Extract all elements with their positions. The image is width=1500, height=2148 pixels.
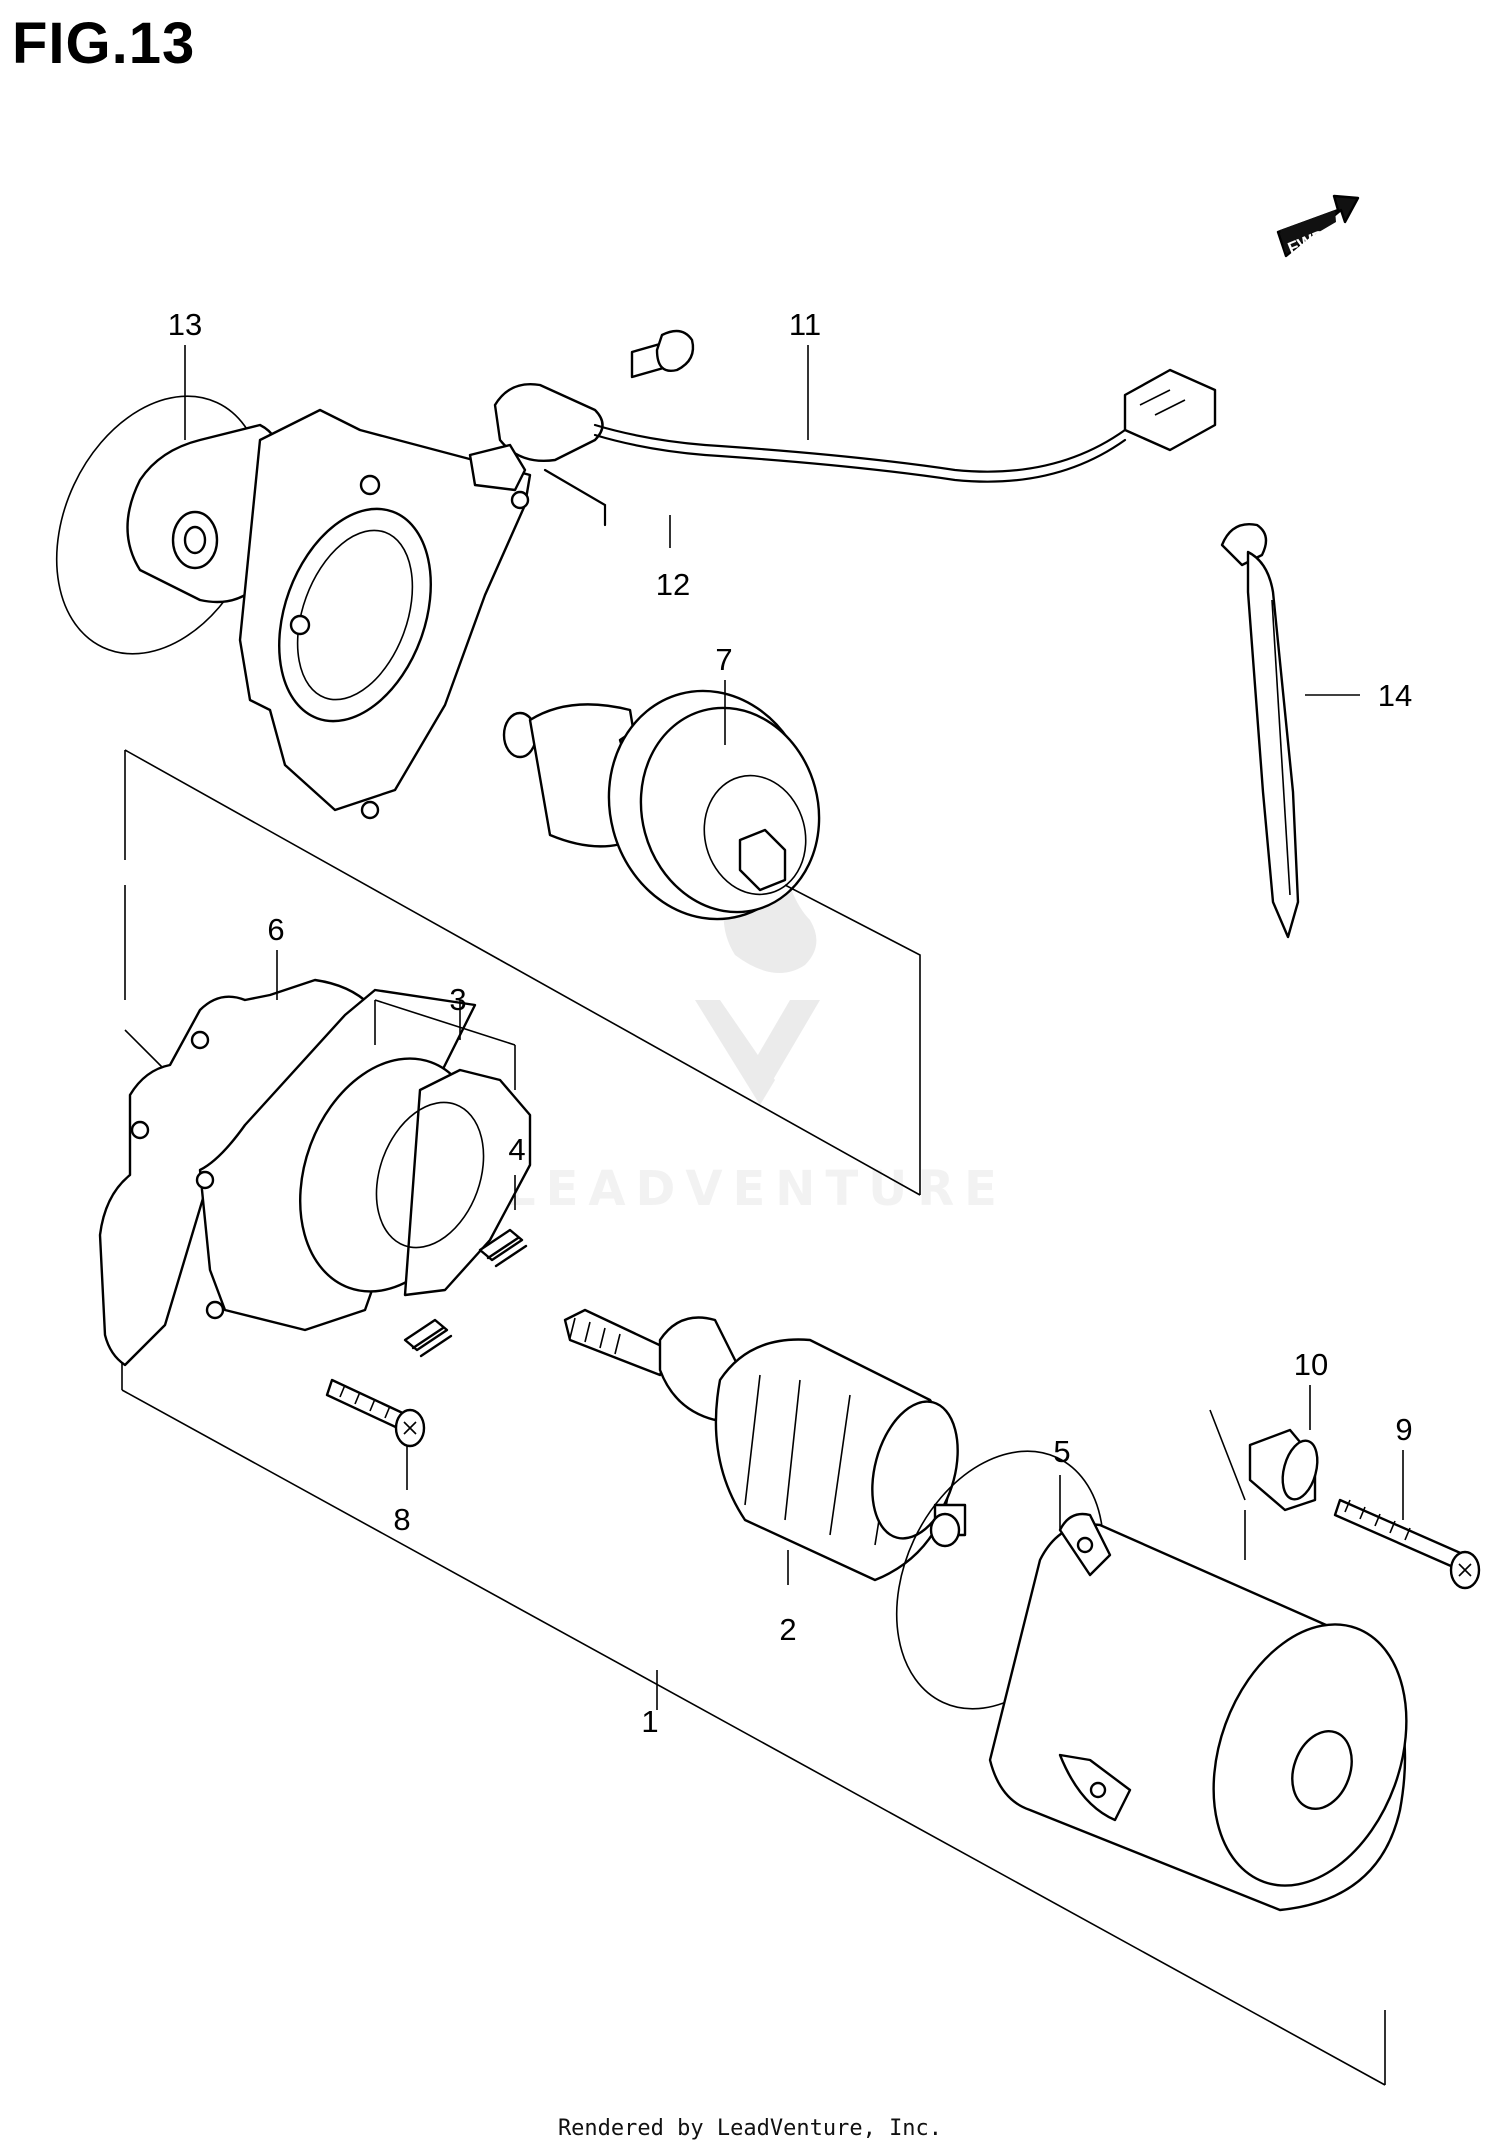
- part-2-armature: [563, 1308, 967, 1582]
- part-6-rear-housing: [98, 978, 532, 1367]
- callout-1: 1: [641, 1704, 658, 1739]
- callout-4: 4: [508, 1132, 525, 1167]
- callout-labels: 1 2 3 4 5 6 7 8 9 10 11 12 13 14: [168, 307, 1413, 1739]
- part-8-screw: [325, 1378, 426, 1448]
- watermark: LEADVENTURE: [505, 850, 1007, 1217]
- callout-5: 5: [1053, 1434, 1070, 1469]
- part-10-insulator: [1248, 1428, 1319, 1512]
- callout-6: 6: [267, 912, 284, 947]
- part-4-brush-springs: [403, 1228, 528, 1358]
- part-11-lead-wire: [468, 368, 1217, 527]
- callout-12: 12: [656, 567, 690, 602]
- callout-8: 8: [393, 1502, 410, 1537]
- callout-3: 3: [449, 982, 466, 1017]
- part-14-cable-tie: [1220, 523, 1300, 939]
- footer-credit: Rendered by LeadVenture, Inc.: [557, 2116, 943, 2141]
- part-13-front-housing: [55, 395, 532, 820]
- assembly-bracket-lines: [121, 749, 1386, 2086]
- callout-13: 13: [168, 307, 202, 342]
- callout-7: 7: [715, 642, 732, 677]
- callout-2: 2: [779, 1612, 796, 1647]
- figure-title: FIG.13: [12, 11, 196, 76]
- part-12-bolt: [630, 329, 695, 379]
- part-9-through-bolt: [1333, 1498, 1481, 1590]
- part-7-starter-clutch: [502, 689, 821, 921]
- callout-11: 11: [789, 307, 821, 342]
- callout-14: 14: [1378, 678, 1412, 713]
- watermark-text: LEADVENTURE: [505, 1161, 1007, 1217]
- part-1-yoke-case: [988, 1512, 1408, 1912]
- callout-10: 10: [1294, 1347, 1328, 1382]
- fwd-direction-arrow: FWD: [1276, 194, 1360, 258]
- leader-lines: [184, 345, 1404, 1710]
- part-3-brush-holder-bracket: [374, 999, 516, 1090]
- callout-9: 9: [1395, 1412, 1412, 1447]
